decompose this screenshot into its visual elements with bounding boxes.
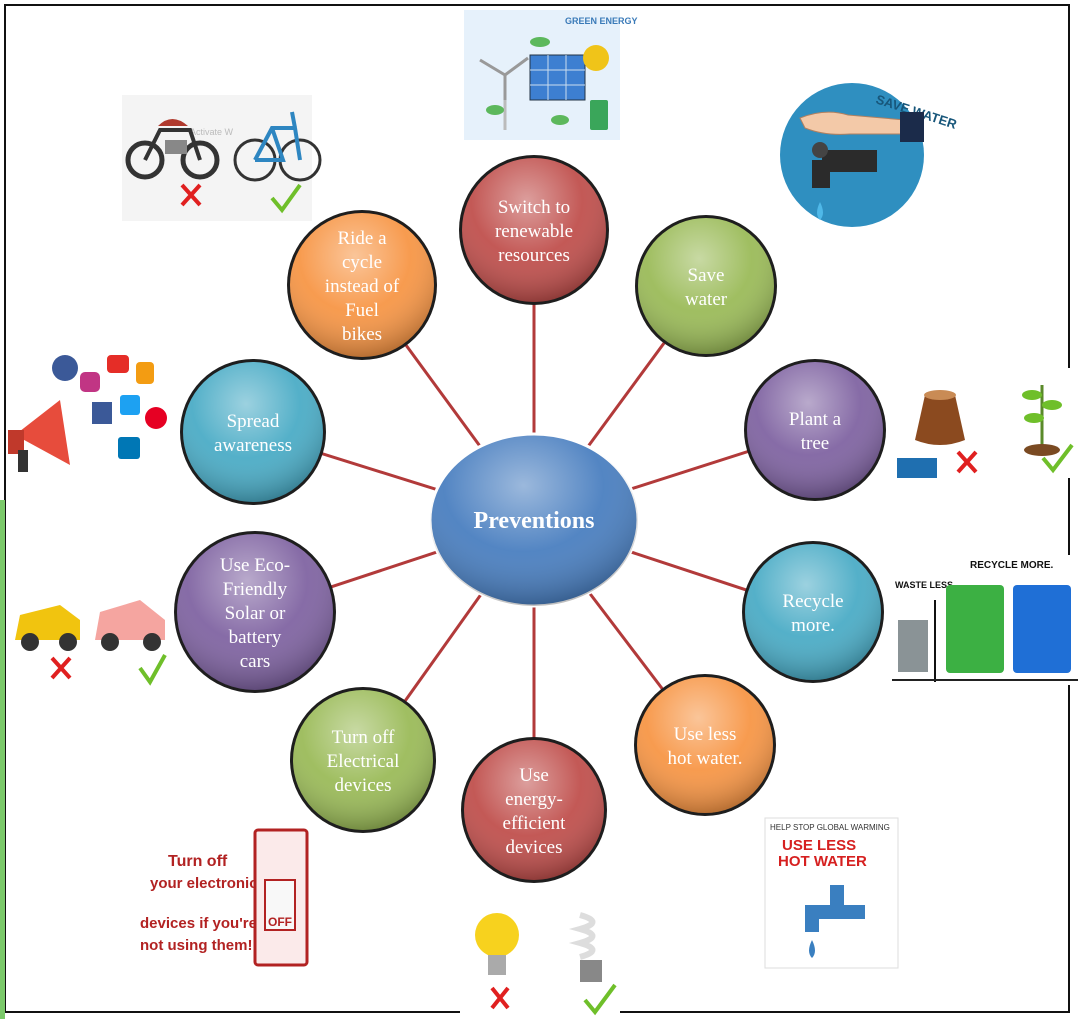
node-renewable: Switch to renewable resources xyxy=(459,155,609,305)
waste-less-caption: WASTE LESS. xyxy=(895,580,956,590)
plant-tree-illustration xyxy=(897,368,1075,478)
node-turn-off-label-line: devices xyxy=(335,775,392,796)
node-energy-efficient-label-line: energy- xyxy=(505,789,563,810)
left-edge-strip xyxy=(0,500,5,1019)
node-awareness-label-line: awareness xyxy=(214,435,292,456)
illustrations: GREEN ENERGY SAVE WATER xyxy=(8,10,1078,1016)
node-eco-cars-label-line: cars xyxy=(240,651,271,672)
svg-text:USE LESS: USE LESS xyxy=(782,837,856,854)
node-energy-efficient-label-line: efficient xyxy=(503,813,567,834)
node-recycle-label-line: more. xyxy=(791,615,835,636)
node-cycle-label-line: Fuel xyxy=(345,300,379,321)
save-water-illustration: SAVE WATER xyxy=(780,83,959,227)
node-renewable-label-line: Switch to xyxy=(498,197,570,218)
node-recycle: Recycle more. xyxy=(742,541,884,683)
node-turn-off-label-line: Turn off xyxy=(332,727,395,748)
node-turn-off-gloss xyxy=(293,690,433,830)
node-cycle-label-line: cycle xyxy=(342,252,382,273)
node-eco-cars-label-line: Solar or xyxy=(225,603,286,624)
node-cycle-label-line: bikes xyxy=(342,324,382,345)
center-label: Preventions xyxy=(474,508,595,534)
node-cycle-gloss xyxy=(290,213,434,357)
node-cycle-label-line: Ride a xyxy=(337,228,387,249)
node-renewable-gloss xyxy=(462,158,606,302)
cars-illustration xyxy=(12,578,168,694)
green-energy-illustration: GREEN ENERGY xyxy=(464,10,638,140)
node-plant-tree-label-line: Plant a xyxy=(789,409,842,430)
hot-water-caption: HELP STOP GLOBAL WARMING xyxy=(770,823,890,832)
svg-text:HOT WATER: HOT WATER xyxy=(778,853,867,870)
node-eco-cars-gloss xyxy=(177,534,333,690)
node-awareness: Spread awareness xyxy=(180,359,326,505)
node-energy-efficient-gloss xyxy=(464,740,604,880)
recycle-illustration: WASTE LESS. RECYCLE MORE. xyxy=(892,555,1078,685)
switch-note-line-4: not using them! xyxy=(140,937,253,954)
switch-off-label: OFF xyxy=(268,915,292,929)
node-energy-efficient-label-line: Use xyxy=(519,765,549,786)
node-recycle-gloss xyxy=(745,544,881,680)
node-eco-cars-label-line: Friendly xyxy=(223,579,288,600)
switch-note-line-2: your electronic xyxy=(150,875,258,892)
node-renewable-label-line: renewable xyxy=(495,221,573,242)
node-hot-water-label-line: Use less xyxy=(674,724,737,745)
switch-note-line-1: Turn off xyxy=(168,853,228,870)
bulbs-illustration xyxy=(460,895,620,1016)
node-plant-tree: Plant a tree xyxy=(744,359,886,501)
node-hot-water: Use less hot water. xyxy=(634,674,776,816)
node-energy-efficient: Use energy-efficient devices xyxy=(461,737,607,883)
recycle-more-caption: RECYCLE MORE. xyxy=(970,560,1054,571)
node-cycle-label-line: instead of xyxy=(325,276,400,297)
center-node: Preventions xyxy=(428,432,640,608)
switch-illustration: Turn off your electronic devices if you'… xyxy=(140,825,315,975)
node-eco-cars-label-line: Use Eco- xyxy=(220,555,290,576)
social-media-illustration xyxy=(8,355,167,472)
node-awareness-label-line: Spread xyxy=(227,411,280,432)
node-recycle-label-line: Recycle xyxy=(782,591,843,612)
node-renewable-label-line: resources xyxy=(498,245,570,266)
bikes-illustration: Activate W xyxy=(122,95,322,221)
node-hot-water-label-line: hot water. xyxy=(668,748,743,769)
center-gloss xyxy=(430,434,638,606)
node-energy-efficient-label-line: devices xyxy=(506,837,563,858)
node-save-water-label-line: Save xyxy=(688,265,725,286)
node-save-water-label-line: water xyxy=(685,289,728,310)
green-energy-caption: GREEN ENERGY xyxy=(565,16,638,26)
node-hot-water-gloss xyxy=(637,677,773,813)
node-turn-off-label-line: Electrical xyxy=(327,751,400,772)
node-save-water: Save water xyxy=(635,215,777,357)
node-plant-tree-gloss xyxy=(747,362,883,498)
hot-water-illustration: HELP STOP GLOBAL WARMING USE LESS HOT WA… xyxy=(764,817,899,969)
switch-note-line-3: devices if you're xyxy=(140,915,257,932)
node-eco-cars-label-line: battery xyxy=(229,627,282,648)
node-cycle: Ride a cycle instead of Fuel bikes xyxy=(287,210,437,360)
node-awareness-gloss xyxy=(183,362,323,502)
node-plant-tree-label-line: tree xyxy=(801,433,829,454)
bikes-watermark: Activate W xyxy=(190,127,234,137)
node-save-water-gloss xyxy=(638,218,774,354)
